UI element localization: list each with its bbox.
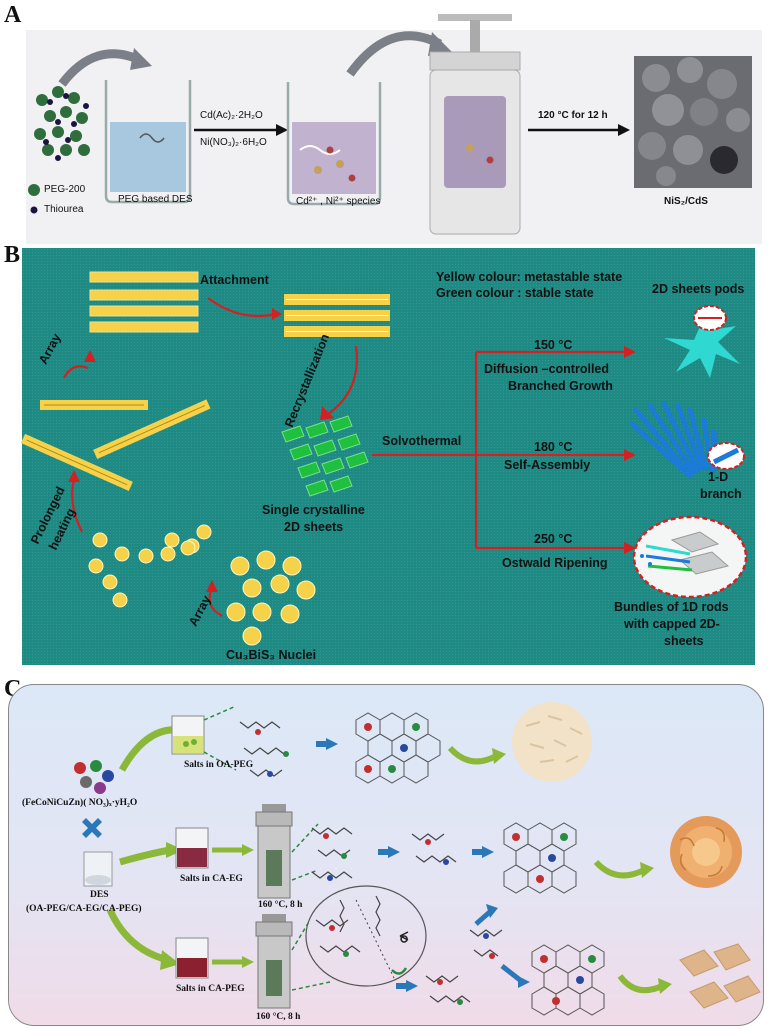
- blue-arrow-bottom-1: [406, 980, 418, 992]
- branch-label-2: branch: [700, 487, 742, 501]
- legend-thiourea: Thiourea: [44, 204, 84, 215]
- green-arrow-bottom: [106, 908, 169, 964]
- autoclave-2-icon: [255, 914, 293, 1009]
- single-crystalline-label-1: Single crystalline: [262, 503, 365, 517]
- legend-green: Green colour : stable state: [436, 286, 594, 300]
- reagent-2: Ni(NO₃)₂·6H₂O: [200, 137, 267, 148]
- nanoparticle-product-3: [679, 943, 761, 1009]
- vial-ca-peg-icon: [175, 937, 209, 979]
- species-label: Cd²⁺ , Ni²⁺ species: [296, 196, 381, 207]
- bundles-label-1: Bundles of 1D rods: [614, 600, 729, 614]
- des-label: PEG based DES: [118, 194, 193, 205]
- temp-150: 150 °C: [534, 338, 573, 352]
- sem-image: [634, 56, 752, 188]
- blue-arrow-top: [326, 738, 338, 750]
- bundles-rods-icon: [632, 515, 748, 599]
- salts-ca-eg-label: Salts in CA-EG: [180, 874, 243, 884]
- nuclei-cluster: [226, 550, 316, 646]
- peg-thiourea-cluster: [34, 86, 90, 161]
- solvothermal-label: Solvothermal: [382, 434, 462, 448]
- prolonged-arrow: [71, 479, 83, 533]
- plus-sign-icon: [82, 818, 102, 838]
- green-arrow-product-3: [617, 974, 664, 994]
- molecule-chains-mid: [311, 827, 353, 881]
- attachment-arrow: [207, 297, 277, 318]
- zoom-circle-bottom: [291, 885, 427, 991]
- single-crystalline-label-2: 2D sheets: [284, 520, 344, 534]
- branch-label-1: 1-D: [708, 470, 729, 484]
- blue-arrow-bottom-3: [518, 976, 530, 988]
- blue-arrow-mid-2: [482, 846, 494, 858]
- des-vial-icon: [83, 851, 113, 887]
- yellow-rods: [20, 399, 211, 491]
- temp-250: 250 °C: [534, 532, 573, 546]
- molecule-chains-top: [239, 721, 289, 777]
- green-arrow-product-1: [447, 745, 498, 765]
- self-assembly-label: Self-Assembly: [504, 458, 591, 472]
- green-arrow-mid: [119, 846, 171, 866]
- molecule-chains-bottom: [425, 929, 503, 1005]
- bundles-label-2: with capped 2D-: [624, 617, 720, 631]
- reagent-1: Cd(Ac)₂·2H₂O: [200, 110, 263, 121]
- lattice-network-bottom: [531, 944, 605, 1016]
- diffusion-line-2: Branched Growth: [508, 379, 613, 393]
- green-sheets: [281, 415, 369, 497]
- bundles-label-3: sheets: [664, 634, 704, 648]
- curved-arrow-icon-2: [346, 31, 443, 77]
- thiourea-legend-icon: [30, 206, 38, 214]
- autoclave-icon: [429, 14, 521, 235]
- salts-oa-peg-label: Salts in OA-PEG: [184, 760, 254, 770]
- peg-legend-icon: [28, 184, 40, 196]
- scissors-icon: [399, 931, 409, 943]
- panel-b-label: B: [4, 242, 21, 268]
- stacked-sheets-left: [89, 271, 199, 333]
- panel-a-label: A: [4, 2, 22, 28]
- star-pods-icon: [664, 305, 740, 378]
- sheets-pods-label: 2D sheets pods: [652, 282, 745, 296]
- precursor-dots-icon: [74, 760, 114, 794]
- des-components-label: (OA-PEG/CA-EG/CA-PEG): [26, 904, 142, 914]
- ostwald-label: Ostwald Ripening: [502, 556, 608, 570]
- temp-180: 180 °C: [534, 440, 573, 454]
- recrystallization-arrow: [327, 345, 358, 415]
- attachment-label: Attachment: [200, 273, 269, 287]
- panel-b-graphics: [20, 271, 748, 646]
- lattice-network-mid: [503, 822, 577, 894]
- product-label: NiS₂/CdS: [664, 196, 708, 207]
- legend-peg: PEG-200: [44, 184, 86, 195]
- panel-a-graphics: [28, 14, 752, 235]
- blue-rod-bundle-icon: [629, 401, 719, 479]
- precursor-label: (FeCoNiCuZn)( NO₃)ₓ·yH₂O: [22, 798, 138, 808]
- vial-oa-peg-icon: [171, 715, 205, 755]
- nanoparticle-product-1: [512, 702, 592, 782]
- salts-ca-peg-label: Salts in CA-PEG: [176, 984, 245, 994]
- condition-label: 120 °C for 12 h: [538, 110, 608, 121]
- beaker-des-icon: [104, 80, 192, 204]
- autoclave-1-icon: [255, 804, 293, 899]
- condition-label-1: 160 °C, 8 h: [258, 900, 303, 910]
- beaker-species-icon: [286, 82, 382, 206]
- des-label-c: DES: [90, 890, 109, 900]
- legend-yellow: Yellow colour: metastable state: [436, 270, 623, 284]
- lattice-network-top: [355, 712, 441, 784]
- condition-label-2: 160 °C, 8 h: [256, 1012, 301, 1022]
- green-arrow-product-2: [593, 859, 646, 879]
- array-arrow-top: [63, 365, 89, 379]
- curved-arrow-icon: [58, 49, 142, 87]
- stacked-sheets-right: [284, 294, 390, 337]
- blue-arrow-mid-1: [388, 846, 400, 858]
- molecule-chains-mid-2: [411, 833, 457, 865]
- diffusion-line-1: Diffusion –controlled: [484, 362, 609, 376]
- nanoparticle-product-2: [670, 816, 742, 888]
- nuclei-label: Cu₃BiS₃ Nuclei: [226, 648, 317, 662]
- vial-ca-eg-icon: [175, 827, 209, 869]
- dots-chain: [88, 524, 212, 608]
